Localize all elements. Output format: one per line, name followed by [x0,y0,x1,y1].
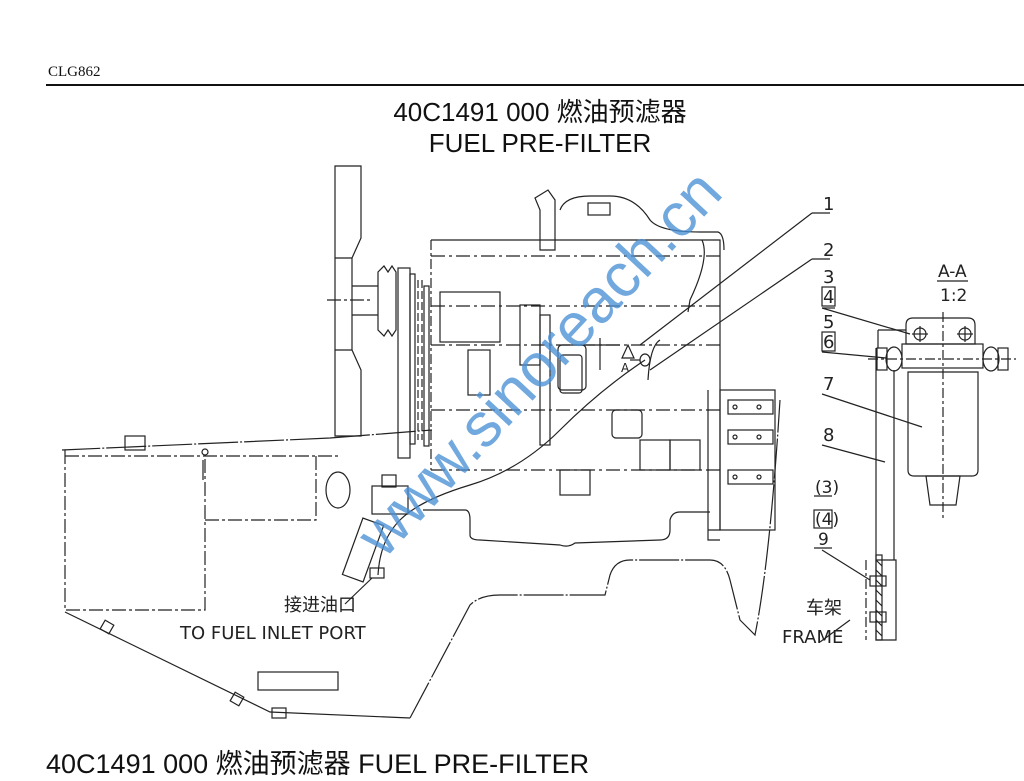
intake-pipe [534,189,725,381]
filter-on-engine [559,338,651,394]
callout-3: 3 [823,267,834,288]
section-label: A-A [938,262,967,282]
fan-blade [327,165,378,437]
callout-1: 1 [823,194,834,215]
frame-callout-9: 9 [818,530,829,550]
fuel-tank [64,435,411,719]
frame-callout-3: (3) [815,478,839,498]
model-code: CLG862 [48,64,101,80]
section-marker: A [621,361,630,375]
callout-boxes [813,286,836,549]
header-rule [46,84,1024,86]
frame-label-en: FRAME [782,627,843,648]
frame-callout-4: (4) [815,510,839,530]
callout-7: 7 [823,374,834,395]
callout-8: 8 [823,425,834,446]
callout-4: 4 [823,287,834,308]
fuel-hose [325,359,646,583]
chassis-outline [61,399,781,719]
leader-lines [344,212,923,643]
oil-pan [423,509,710,547]
drawing-title-en: FUEL PRE-FILTER [428,128,652,158]
drawing-title-cn: 40C1491 000 燃油预滤器 [393,97,687,127]
section-scale: 1:2 [940,286,967,306]
callout-2: 2 [823,240,834,261]
engine-block [430,239,776,541]
callout-6: 6 [823,332,834,353]
inlet-port-label-cn: 接进油口 [284,595,356,616]
frame-label-cn: 车架 [806,598,842,619]
inlet-port-label-en: TO FUEL INLET PORT [179,623,367,644]
filter-section-view [865,280,1016,641]
figure-caption: 40C1491 000 燃油预滤器 FUEL PRE-FILTER [46,749,590,779]
watermark: www.sinoreach.cn [343,157,735,570]
callout-5: 5 [823,312,834,333]
pulley [377,264,430,459]
